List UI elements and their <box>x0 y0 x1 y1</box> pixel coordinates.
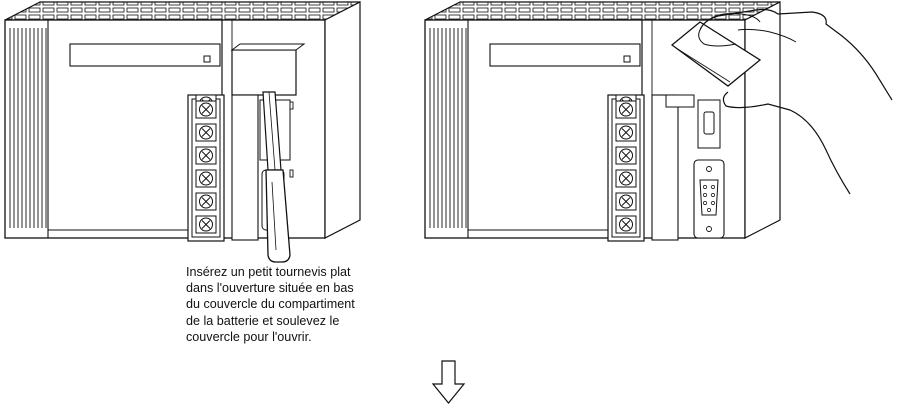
instruction-caption: Insérez un petit tournevis plat dans l'o… <box>186 264 386 345</box>
instruction-line: Insérez un petit tournevis plat <box>186 265 351 279</box>
instruction-line: dans l'ouverture située en bas <box>186 281 354 296</box>
instruction-line: du couvercle du compartiment <box>186 297 355 312</box>
plc-unit-screwdriver-icon <box>4 1 361 263</box>
instruction-line: couvercle pour l'ouvrir. <box>186 329 312 344</box>
arrow-down-icon <box>431 360 466 404</box>
instruction-line: de la batterie et soulevez le <box>186 313 340 328</box>
plc-unit-hand-lifting-cover-icon <box>424 1 893 242</box>
